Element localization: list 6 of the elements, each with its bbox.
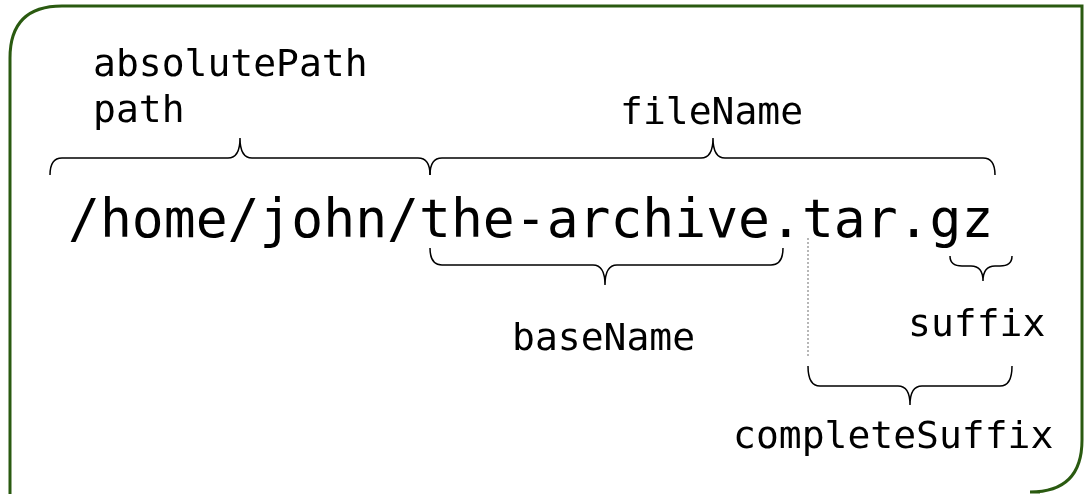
- part-name: baseName: [512, 318, 696, 356]
- part-name: path: [93, 90, 185, 128]
- part-name: completeSuffix: [733, 416, 1054, 454]
- part-name: absolutePath: [93, 44, 368, 82]
- part-name: fileName: [620, 92, 804, 130]
- part-name: suffix: [908, 304, 1046, 342]
